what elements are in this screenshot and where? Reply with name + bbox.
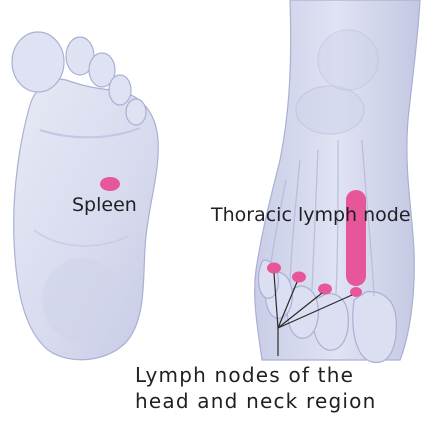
toe-1-top [353,292,397,363]
lymph-label-line-1: Lymph nodes of the [135,362,376,388]
lymph-point-1 [267,263,281,274]
lymph-point-3 [318,284,332,295]
toe-big-sole [12,32,64,92]
spleen-label: Spleen [72,196,137,215]
lymph-label-line-2: head and neck region [135,388,376,414]
lymph-nodes-head-neck-label: Lymph nodes of the head and neck region [135,362,376,414]
toe-5-sole [126,99,146,125]
foot-top [255,0,420,363]
spleen-point [100,177,120,191]
toe-4-sole [109,75,131,105]
lymph-point-2 [292,272,306,283]
thoracic-lymph-node-label: Thoracic lymph node [211,206,411,225]
